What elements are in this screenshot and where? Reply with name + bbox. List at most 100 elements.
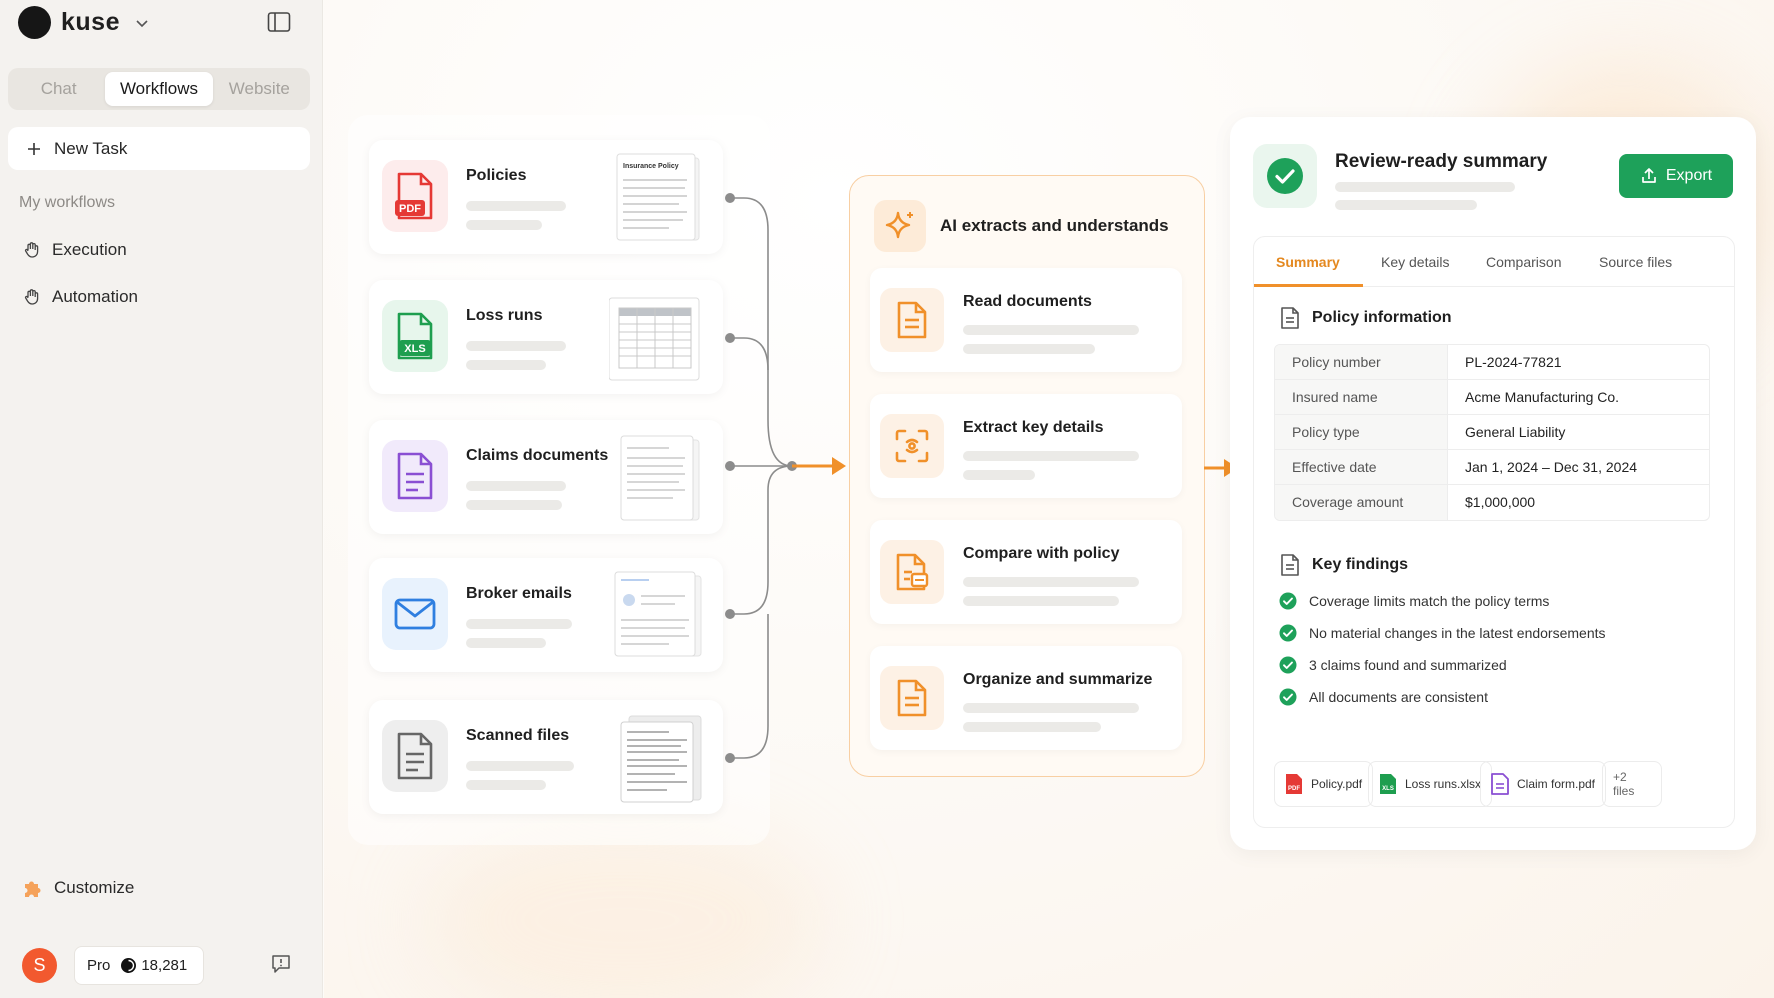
file-chip-policy[interactable]: PDF Policy.pdf (1274, 761, 1374, 807)
input-connectors (725, 193, 846, 763)
placeholder-bar (466, 360, 546, 370)
placeholder-bar (1335, 200, 1477, 210)
row-value: Jan 1, 2024 – Dec 31, 2024 (1465, 459, 1638, 475)
row-value: General Liability (1465, 424, 1566, 440)
finding-text: Coverage limits match the policy terms (1309, 593, 1550, 609)
ai-header: AI extracts and understands (874, 200, 1169, 252)
summary-tabs: Summary Key details Comparison Source fi… (1254, 237, 1734, 287)
file-chip-claim-form[interactable]: Claim form.pdf (1480, 761, 1607, 807)
placeholder-bar (963, 703, 1139, 713)
step-title: Read documents (963, 293, 1092, 310)
email-thumbnail (614, 571, 702, 657)
sidebar: kuse Chat Workflows Website New Task My … (0, 0, 323, 998)
pdf-badge: PDF (1288, 786, 1300, 792)
table-row: Coverage amount$1,000,000 (1275, 485, 1709, 520)
feedback-icon[interactable] (270, 953, 292, 975)
source-card-loss-runs[interactable]: XLS Loss runs (369, 280, 723, 394)
key-findings-title: Key findings (1312, 556, 1409, 573)
plan-credits-pill[interactable]: Pro 18,281 (74, 946, 204, 985)
summary-title: Review-ready summary (1335, 151, 1548, 172)
step-organize-and-summarize: Organize and summarize (870, 646, 1182, 750)
new-task-button[interactable]: New Task (8, 127, 310, 170)
row-value: PL-2024-77821 (1465, 354, 1562, 370)
active-tab-indicator (1254, 284, 1363, 287)
placeholder-bar (1335, 182, 1515, 192)
document-thumbnail (620, 435, 700, 521)
tab-comparison[interactable]: Comparison (1486, 254, 1562, 270)
placeholder-bar (963, 451, 1139, 461)
key-findings-heading: Key findings (1280, 554, 1408, 576)
policy-info-title: Policy information (1312, 309, 1452, 326)
file-chip-loss-runs[interactable]: XLS Loss runs.xlsx (1368, 761, 1493, 807)
placeholder-bar (963, 325, 1139, 335)
source-card-scanned-files[interactable]: Scanned files (369, 700, 723, 814)
customize-button[interactable]: Customize (22, 877, 134, 899)
brand-name: kuse (61, 8, 120, 36)
document-icon (880, 288, 944, 352)
step-title: Extract key details (963, 419, 1104, 436)
thumb-title: Insurance Policy (623, 163, 679, 170)
tab-key-details[interactable]: Key details (1381, 254, 1450, 270)
xls-badge: XLS (404, 343, 425, 355)
tab-chat[interactable]: Chat (40, 79, 77, 98)
row-value: $1,000,000 (1465, 494, 1536, 510)
source-card-broker-emails[interactable]: Broker emails (369, 558, 723, 672)
scan-icon (880, 414, 944, 478)
check-circle-icon (1279, 656, 1297, 674)
placeholder-bar (466, 341, 566, 351)
placeholder-bar (466, 220, 542, 230)
tab-summary[interactable]: Summary (1276, 254, 1340, 270)
more-files-chip[interactable]: +2 files (1602, 761, 1662, 807)
placeholder-bar (466, 761, 574, 771)
sparkle-icon (874, 200, 926, 252)
pdf-badge: PDF (399, 203, 421, 215)
sidebar-item-label: Execution (52, 240, 127, 259)
row-key: Insured name (1275, 380, 1448, 414)
source-title: Policies (466, 167, 527, 184)
check-circle-icon (1279, 592, 1297, 610)
export-label: Export (1665, 167, 1713, 184)
brand-logo (18, 6, 51, 39)
scan-thumbnail (620, 715, 702, 803)
source-card-claims[interactable]: Claims documents (369, 420, 723, 534)
scanned-document-icon (382, 720, 448, 792)
file-name: Policy.pdf (1311, 777, 1363, 791)
finding-item: 3 claims found and summarized (1279, 656, 1507, 674)
credits-icon (121, 958, 137, 973)
placeholder-bar (963, 470, 1035, 480)
row-key: Effective date (1275, 450, 1448, 484)
placeholder-bar (963, 577, 1139, 587)
document-icon (1281, 554, 1299, 576)
workspace-switcher[interactable]: kuse (18, 6, 150, 39)
upload-icon (1642, 168, 1656, 183)
source-card-policies[interactable]: PDF Policies Insurance Policy (369, 140, 723, 254)
xls-icon: XLS (382, 300, 448, 372)
placeholder-bar (466, 201, 566, 211)
file-name: Loss runs.xlsx (1405, 777, 1482, 791)
source-title: Scanned files (466, 727, 570, 744)
tab-website[interactable]: Website (228, 79, 290, 98)
document-icon (1491, 773, 1509, 795)
credits: 18,281 (120, 957, 187, 974)
avatar[interactable]: S (22, 948, 57, 983)
my-workflows-label: My workflows (19, 194, 116, 211)
step-compare-with-policy: Compare with policy (870, 520, 1182, 624)
placeholder-bar (963, 596, 1119, 606)
tab-source-files[interactable]: Source files (1599, 254, 1673, 270)
finding-item: No material changes in the latest endors… (1279, 624, 1606, 642)
sidebar-item-execution[interactable]: Execution (22, 240, 127, 260)
check-circle-icon (1253, 144, 1317, 208)
sidebar-toggle-icon[interactable] (267, 11, 291, 33)
background-glow (424, 820, 824, 998)
finding-text: No material changes in the latest endors… (1309, 625, 1606, 641)
export-button[interactable]: Export (1619, 154, 1733, 198)
sidebar-item-automation[interactable]: Automation (22, 287, 138, 307)
finding-text: 3 claims found and summarized (1309, 657, 1507, 673)
tab-workflows[interactable]: Workflows (105, 72, 213, 106)
file-name: Claim form.pdf (1517, 777, 1596, 791)
summary-panel: Review-ready summary Export Summary Key … (1230, 117, 1756, 850)
